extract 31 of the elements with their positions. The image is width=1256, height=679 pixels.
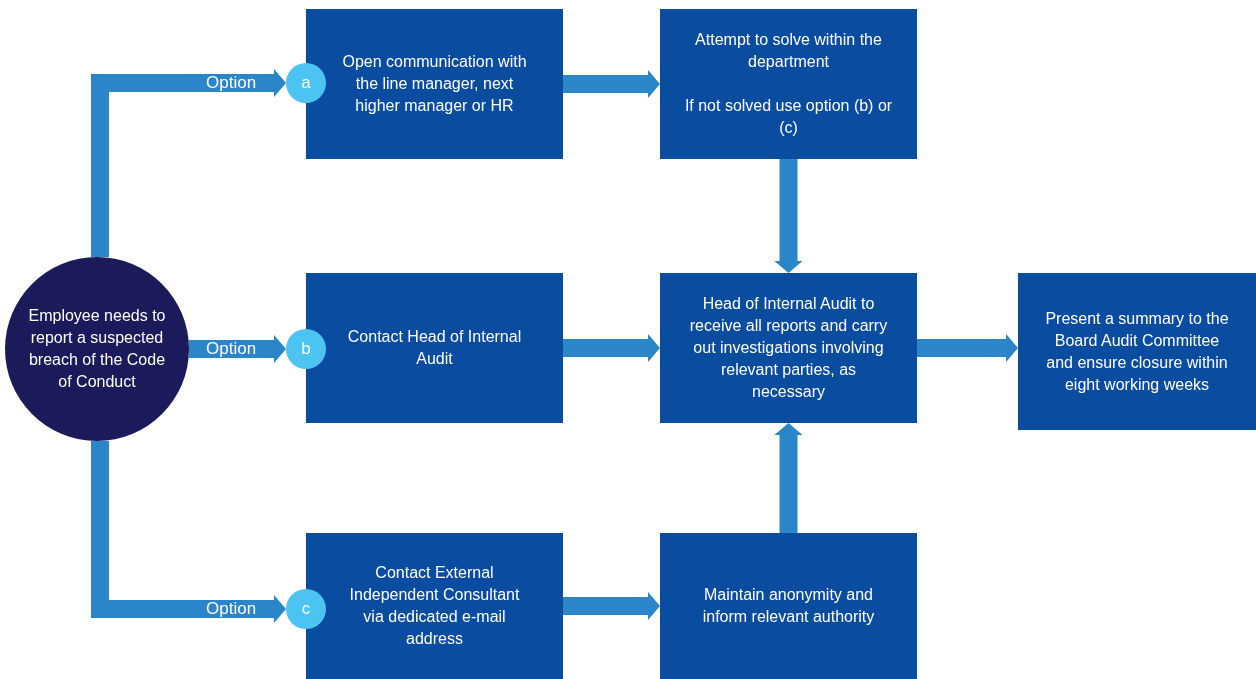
arrow	[189, 335, 286, 363]
option-marker	[286, 329, 326, 369]
edge-label: Option	[206, 73, 257, 93]
node-text: Present a summary to the Board Audit Committee and ensure closure within eight working weeks	[1044, 308, 1230, 395]
arrow	[563, 334, 660, 362]
node-text: Contact External Independent Consultant via dedicated e-mail address	[348, 563, 521, 649]
arrow	[563, 592, 660, 620]
node-text: Open communication with the line manager, next higher manager or HR	[342, 52, 527, 116]
arrow	[91, 69, 286, 257]
arrow	[563, 70, 660, 98]
edge-label: Option	[206, 339, 257, 359]
arrow	[91, 441, 286, 623]
option-letter: b	[301, 338, 311, 360]
option-marker	[286, 63, 326, 103]
process-box	[660, 273, 917, 423]
arrow	[774, 159, 803, 273]
process-box	[660, 533, 917, 679]
option-marker	[286, 589, 326, 629]
process-box	[660, 9, 917, 159]
arrow	[917, 334, 1018, 362]
edge-label: Option	[206, 599, 257, 619]
node-text: Contact Head of Internal Audit	[346, 327, 523, 369]
process-box	[1018, 273, 1256, 430]
node-text: If not solved use option (b) or (c)	[684, 96, 893, 138]
node-text: Employee needs to report a suspected breach of the Code of Conduct	[27, 306, 167, 392]
node-text: Maintain anonymity and inform relevant authority	[701, 585, 876, 627]
node-text: Attempt to solve within the department	[694, 30, 883, 72]
option-letter: c	[301, 598, 311, 620]
arrow	[774, 423, 803, 533]
option-letter: a	[301, 72, 311, 94]
node-text: Head of Internal Audit to receive all reports and carry out investigations involving relevant parties, as necessary	[688, 294, 889, 402]
